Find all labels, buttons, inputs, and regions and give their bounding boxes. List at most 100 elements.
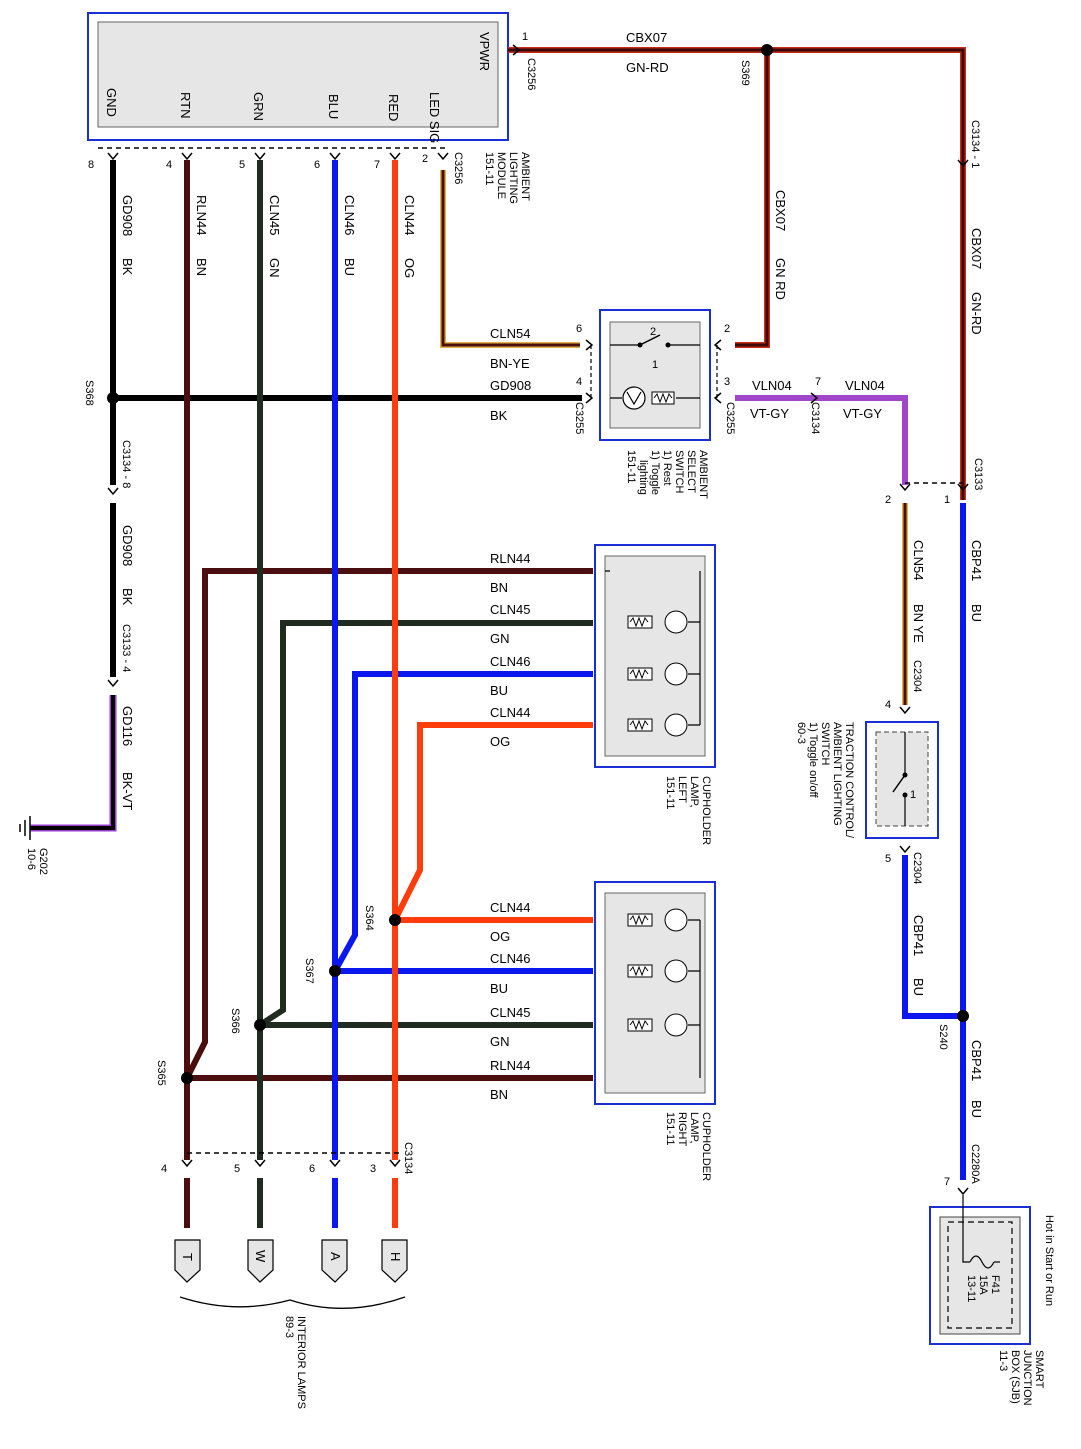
label-cln45-right: CLN45 [490,1005,530,1020]
cupholder-left-lamp-2 [627,662,688,686]
splice-s365 [181,1072,193,1084]
pin-7: 7 [374,159,380,171]
label-bu-left: BU [490,683,508,698]
pin-label-led-sig: LED SIG [427,92,442,143]
cup-right-name-3: RIGHT [676,1112,688,1147]
pin-label-gnd: GND [104,88,119,117]
splice-s240-label: S240 [937,1024,949,1050]
sjb-outer-box [929,1206,1031,1345]
label-cbx07-mid: CBX07 [773,190,788,231]
c3134-interior: C3134 [402,1142,414,1174]
splice-s364-label: S364 [363,905,375,931]
traction-name-3: SWITCH [819,722,831,765]
cup-left-name-4: 151-11 [664,776,676,809]
interior-name-2: 89-3 [283,1316,295,1338]
switch-contact-2: 2 [650,326,656,338]
pin-4: 4 [166,159,172,171]
label-vln04-a: VLN04 [752,378,792,393]
pin-6: 6 [314,159,320,171]
pin-3-switch: 3 [724,376,730,388]
traction-name-2: AMBIENT LIGHTING [831,722,843,826]
ambient-module-name-3: MODULE [495,152,507,199]
label-bn-ye-lower: BN YE [911,604,926,643]
interior-terminal-w [247,1239,274,1283]
ground-name-1: G202 [37,848,49,875]
switch-contact-1: 1 [652,359,658,371]
label-gd908: GD908 [120,195,135,236]
splice-s240 [957,1010,969,1022]
c3134-8: C3134 - 8 [120,440,132,488]
pin-2-switch: 2 [724,323,730,335]
label-cbp41-upper: CBP41 [969,540,984,581]
pin-7-sjb: 7 [944,1176,950,1188]
ambient-module-name-2: LIGHTING [507,152,519,204]
pin-5-interior: 5 [234,1163,240,1175]
c2304-top: C2304 [911,660,923,692]
wire-gd116 [30,695,117,832]
ambient-module-name-1: AMBIENT [519,152,531,201]
sjb-hot: Hot in Start or Run [1043,1215,1055,1306]
pin-4-interior: 4 [161,1163,167,1175]
sjb-box [939,1216,1021,1335]
c3256-lower: C3256 [452,152,464,184]
splice-s367 [329,965,341,977]
label-cln46-right: CLN46 [490,951,530,966]
splice-s368 [107,392,119,404]
label-cln44-right: CLN44 [490,900,530,915]
interior-name-1: INTERIOR LAMPS [295,1316,307,1409]
cupholder-right-lamp-3 [627,1013,688,1037]
cupholder-left-lamp-1 [627,610,688,634]
label-cbx07-right: CBX07 [969,228,984,269]
cupholder-left-outer-box [594,544,716,768]
label-bu-lower: BU [969,1100,984,1118]
label-bk-lower: BK [120,588,135,606]
label-gd908-mid: GD908 [490,378,531,393]
cup-right-name-2: LAMP, [688,1112,700,1144]
pin-8: 8 [88,159,94,171]
sjb-name-1: SMART [1033,1350,1045,1389]
label-vt-gy-b: VT-GY [843,406,882,421]
traction-name-4: 1) Toggle on/off [807,722,819,798]
label-rln44-right: RLN44 [490,1058,530,1073]
label-bn-left: BN [490,580,508,595]
splice-s365-label: S365 [155,1060,167,1086]
c3255-left: C3255 [573,402,585,434]
c3133-right: C3133 [972,458,984,490]
interior-pin-a: A [328,1252,343,1261]
label-bu: BU [342,258,357,276]
label-cln44-left: CLN44 [490,705,530,720]
pin-7-c3134: 7 [815,376,821,388]
label-cbp41-lower: CBP41 [969,1040,984,1081]
label-cln46-left: CLN46 [490,654,530,669]
select-switch-name-1: AMBIENT [697,450,709,499]
pin-2-ambient: 2 [422,153,428,165]
splice-s368-label: S368 [83,380,95,406]
cup-left-name-1: CUPHOLDER [700,776,712,845]
traction-contact-1: 1 [910,789,916,801]
label-bk: BK [120,258,135,276]
cupholder-right-outer-box [594,881,716,1105]
sjb-name-2: JUNCTION [1021,1350,1033,1406]
label-gn-rd-right: GN-RD [969,292,984,335]
label-cln46: CLN46 [342,195,357,235]
cupholder-left-lamp-3 [627,713,688,737]
label-og-left: OG [490,734,510,749]
label-bu-mid: BU [911,978,926,996]
splice-s366-label: S366 [229,1008,241,1034]
cupholder-left-box [604,555,706,757]
select-switch-name-4: 1) Rest [661,450,673,485]
pin-2-c3133: 2 [885,494,891,506]
pin-label-rtn: RTN [178,92,193,118]
label-gd116: GD116 [120,706,135,746]
cup-left-name-3: LEFT [676,776,688,803]
label-gn-right: GN [490,1034,510,1049]
sjb-fuse-2: 15A [977,1275,989,1295]
label-gn-left: GN [490,631,510,646]
c2304-bottom: C2304 [911,852,923,884]
label-bn-ye-top: BN-YE [490,356,530,371]
wire-vln04 [735,395,908,485]
label-bk-vt: BK-VT [120,772,135,810]
traction-name-5: 60-3 [795,722,807,744]
ambient-module-box [97,21,499,128]
